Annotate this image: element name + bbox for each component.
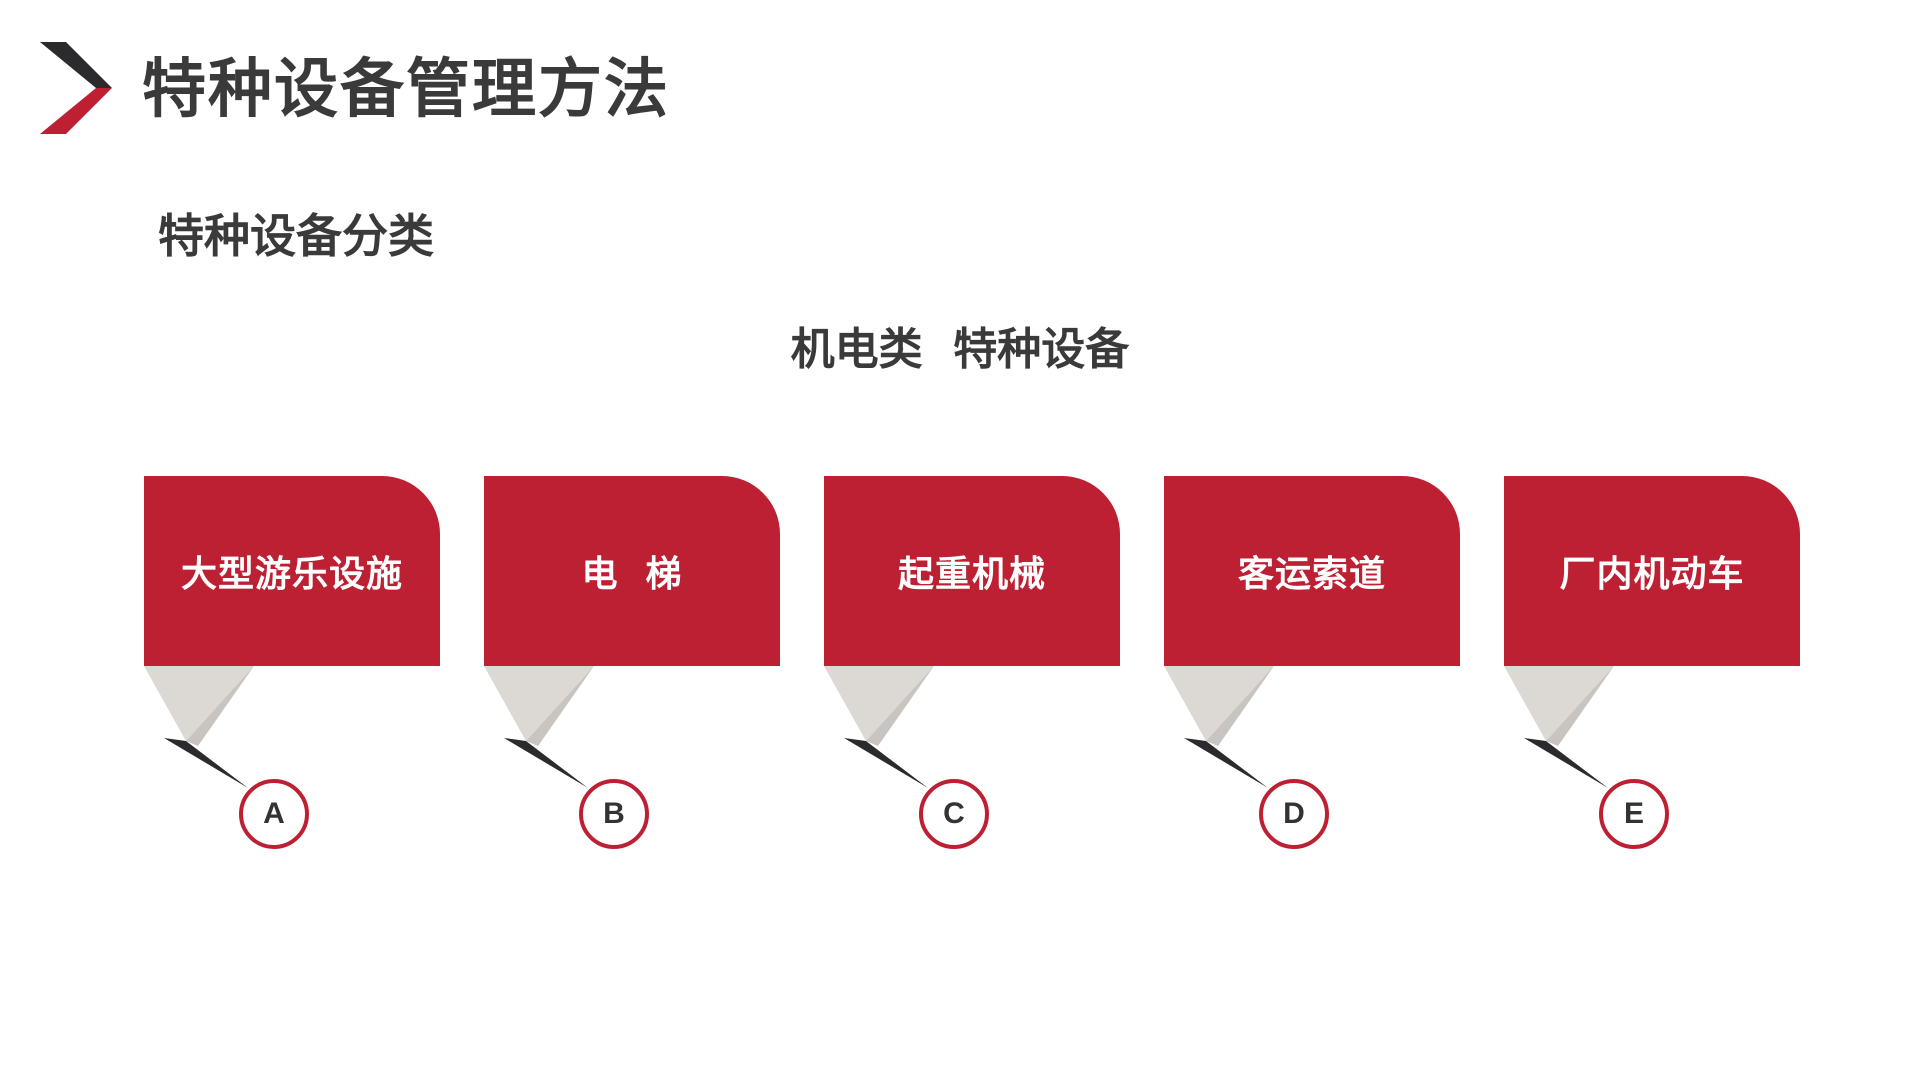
badge-letter: E <box>1623 797 1644 830</box>
badge-letter: C <box>943 797 965 830</box>
category-cards: 大型游乐设施 A 电 梯 B 起重机械 <box>0 476 1920 896</box>
category-card-c: 起重机械 C <box>824 476 1120 886</box>
letter-badge: C <box>919 779 989 849</box>
category-box: 起重机械 <box>824 476 1120 666</box>
fold-ribbon-icon <box>144 666 254 788</box>
category-label: 电 梯 <box>581 554 683 595</box>
page-title: 特种设备管理方法 <box>142 53 670 127</box>
letter-badge: D <box>1259 779 1329 849</box>
letter-badge: A <box>239 779 309 849</box>
letter-badge: B <box>579 779 649 849</box>
category-card-b: 电 梯 B <box>484 476 780 886</box>
section-subtitle: 特种设备分类 <box>158 209 434 263</box>
category-label: 厂内机动车 <box>1559 554 1745 595</box>
letter-badge: E <box>1599 779 1669 849</box>
fold-ribbon-icon <box>824 666 934 788</box>
fold-ribbon-icon <box>1504 666 1614 788</box>
category-card-d: 客运索道 D <box>1164 476 1460 886</box>
fold-ribbon-icon <box>1164 666 1274 788</box>
category-box: 电 梯 <box>484 476 780 666</box>
category-heading: 机电类 特种设备 <box>790 324 1130 375</box>
category-card-a: 大型游乐设施 A <box>144 476 440 886</box>
category-label: 大型游乐设施 <box>180 554 403 595</box>
category-label: 客运索道 <box>1237 554 1386 595</box>
category-box: 厂内机动车 <box>1504 476 1800 666</box>
badge-letter: A <box>263 797 285 830</box>
chevron-right-icon <box>40 42 112 134</box>
category-box: 大型游乐设施 <box>144 476 440 666</box>
category-box: 客运索道 <box>1164 476 1460 666</box>
fold-ribbon-icon <box>484 666 594 788</box>
badge-letter: B <box>603 797 625 830</box>
category-label: 起重机械 <box>897 554 1046 595</box>
badge-letter: D <box>1283 797 1305 830</box>
category-card-e: 厂内机动车 E <box>1504 476 1800 886</box>
